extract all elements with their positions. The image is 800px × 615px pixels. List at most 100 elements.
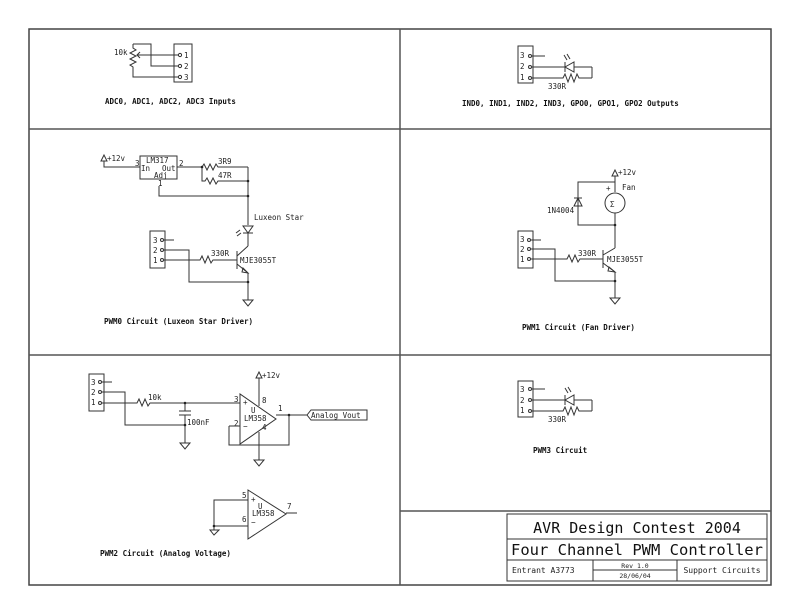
pin-label: 2 <box>520 62 525 71</box>
pwm2-caption: PWM2 Circuit (Analog Voltage) <box>100 549 231 558</box>
resistor <box>532 72 592 84</box>
minus-sign: − <box>251 518 256 527</box>
pwm3-caption: PWM3 Circuit <box>533 446 587 455</box>
opamp-lm358 <box>239 393 277 445</box>
resistor-value: 330R <box>211 249 230 258</box>
adc-caption: ADC0, ADC1, ADC2, ADC3 Inputs <box>105 97 236 106</box>
resistor-value: 330R <box>548 415 567 424</box>
opamp-ref: U <box>251 406 256 415</box>
pin-label: 6 <box>242 515 247 524</box>
opamp-ref: U <box>258 502 263 511</box>
resistor-value: 3R9 <box>218 157 232 166</box>
resistor-330r <box>531 253 603 264</box>
pin-label: 3 <box>91 378 96 387</box>
pin-label: 3 <box>520 51 525 60</box>
diode-label: 1N4004 <box>547 206 575 215</box>
pwm1-circuit: +12v 1N4004 Σ + Fan 3 2 1 330R MJE3055T … <box>517 168 644 332</box>
pot-value: 10k <box>114 48 128 57</box>
project-title: Four Channel PWM Controller <box>511 541 763 559</box>
pin-label: 7 <box>287 502 292 511</box>
fan-label: Fan <box>622 183 636 192</box>
regulator-label: LM317 <box>146 156 169 165</box>
resistor <box>532 405 592 417</box>
reg-out-label: Out <box>162 164 176 173</box>
resistor-value: 330R <box>548 82 567 91</box>
ground-icon <box>178 442 192 450</box>
entrant-label: Entrant A3773 <box>512 566 575 575</box>
reg-in-label: In <box>141 164 150 173</box>
connector-header <box>517 380 534 418</box>
resistor-330r <box>164 254 237 265</box>
pin-label: 5 <box>242 491 247 500</box>
pin-label: 3 <box>184 73 189 82</box>
output-port <box>306 409 368 421</box>
pin-label: 1 <box>520 406 525 415</box>
pin-label: 1 <box>184 51 189 60</box>
resistor-10k <box>102 397 240 408</box>
led-icon <box>242 225 254 234</box>
plus-sign: + <box>243 398 248 407</box>
transistor-label: MJE3055T <box>607 255 644 264</box>
opamp-lm358-b <box>247 489 287 540</box>
resistor-3r9 <box>201 162 248 172</box>
pin-label: 1 <box>158 179 163 188</box>
resistor-value: 47R <box>218 171 232 180</box>
pin-label: 2 <box>91 388 96 397</box>
opamp-label: LM358 <box>252 509 275 518</box>
ground-icon <box>208 529 221 536</box>
supply-label: +12v <box>262 371 281 380</box>
connector-header <box>173 43 193 83</box>
pin-label: 3 <box>135 159 140 168</box>
pin-label: 2 <box>153 246 158 255</box>
revision-label: Rev 1.0 <box>621 562 648 570</box>
resistor-value: 10k <box>148 393 162 402</box>
pin-label: 2 <box>520 396 525 405</box>
contest-title: AVR Design Contest 2004 <box>533 519 741 537</box>
fan-icon <box>604 192 626 214</box>
pwm2-circuit: 3 2 1 10k 100nF 3 2 + − U LM358 +12v 8 4… <box>88 370 368 558</box>
pin-label: 3 <box>153 236 158 245</box>
ground-icon <box>252 459 266 467</box>
date-label: 28/06/04 <box>619 572 650 580</box>
resistor-value: 330R <box>578 249 597 258</box>
pin-label: 8 <box>262 396 267 405</box>
ground-icon <box>608 297 622 305</box>
capacitor-value: 100nF <box>187 418 210 427</box>
pin-label: 1 <box>153 256 158 265</box>
fan-symbol: Σ <box>610 200 615 209</box>
pin-label: 3 <box>520 385 525 394</box>
pwm0-circuit: +12v LM317 In Out Adj 3 2 1 3R9 47R Luxe… <box>100 153 304 326</box>
opamp-label: LM358 <box>244 414 267 423</box>
fan-plus: + <box>606 184 611 193</box>
pwm3-circuit: 3 2 1 330R PWM3 Circuit <box>517 380 593 455</box>
pin-label: 3 <box>234 395 239 404</box>
outputs-caption: IND0, IND1, IND2, IND3, GPO0, GPO1, GPO2… <box>462 99 679 108</box>
led-label: Luxeon Star <box>254 213 304 222</box>
adc-circuit: 1 2 3 10k ADC0, ADC1, ADC2, ADC3 Inputs <box>105 43 236 106</box>
pin-label: 2 <box>520 245 525 254</box>
ground-icon <box>241 299 255 307</box>
plus-sign: + <box>251 495 256 504</box>
pin-label: 4 <box>262 423 267 432</box>
outputs-circuit: 3 2 1 330R IND0, IND1, IND2, IND3, GPO0,… <box>462 45 679 108</box>
reg-adj-label: Adj <box>154 171 168 180</box>
pin-label: 2 <box>234 419 239 428</box>
transistor-label: MJE3055T <box>240 256 277 265</box>
pin-label: 2 <box>179 159 184 168</box>
pin-label: 2 <box>184 62 189 71</box>
pwm1-caption: PWM1 Circuit (Fan Driver) <box>522 323 635 332</box>
potentiometer <box>128 44 178 78</box>
supply-label: +12v <box>618 168 637 177</box>
led-icon <box>563 394 575 406</box>
pwm0-caption: PWM0 Circuit (Luxeon Star Driver) <box>104 317 253 326</box>
minus-sign: − <box>243 422 248 431</box>
resistor-47r <box>201 167 248 186</box>
output-label: Analog Vout <box>311 411 361 420</box>
pin-label: 3 <box>520 235 525 244</box>
sheet-label: Support Circuits <box>683 566 760 575</box>
pin-label: 1 <box>278 404 283 413</box>
led-icon <box>563 61 575 73</box>
pin-label: 1 <box>520 255 525 264</box>
pin-label: 1 <box>91 398 96 407</box>
